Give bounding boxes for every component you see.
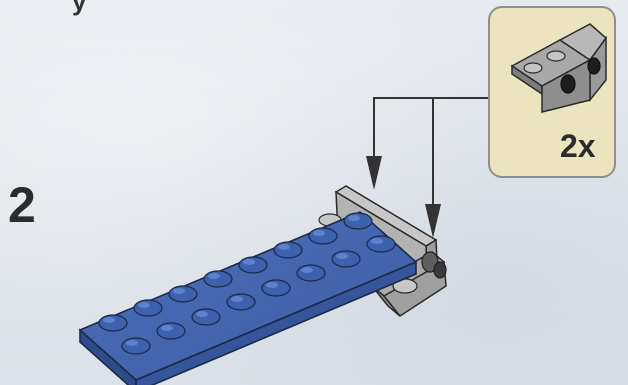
blue-stud-highlights	[103, 215, 383, 346]
blue-plate-2x8	[78, 211, 418, 385]
arrow-head-right	[425, 204, 441, 238]
bracket-1x2-1x2-icon	[510, 23, 608, 113]
top-text-fragment: y	[72, 0, 87, 16]
arrow-heads	[366, 156, 441, 238]
part-quantity-label: 2x	[560, 128, 596, 164]
step-number: 2	[8, 177, 36, 233]
arrow-head-left	[366, 156, 382, 190]
